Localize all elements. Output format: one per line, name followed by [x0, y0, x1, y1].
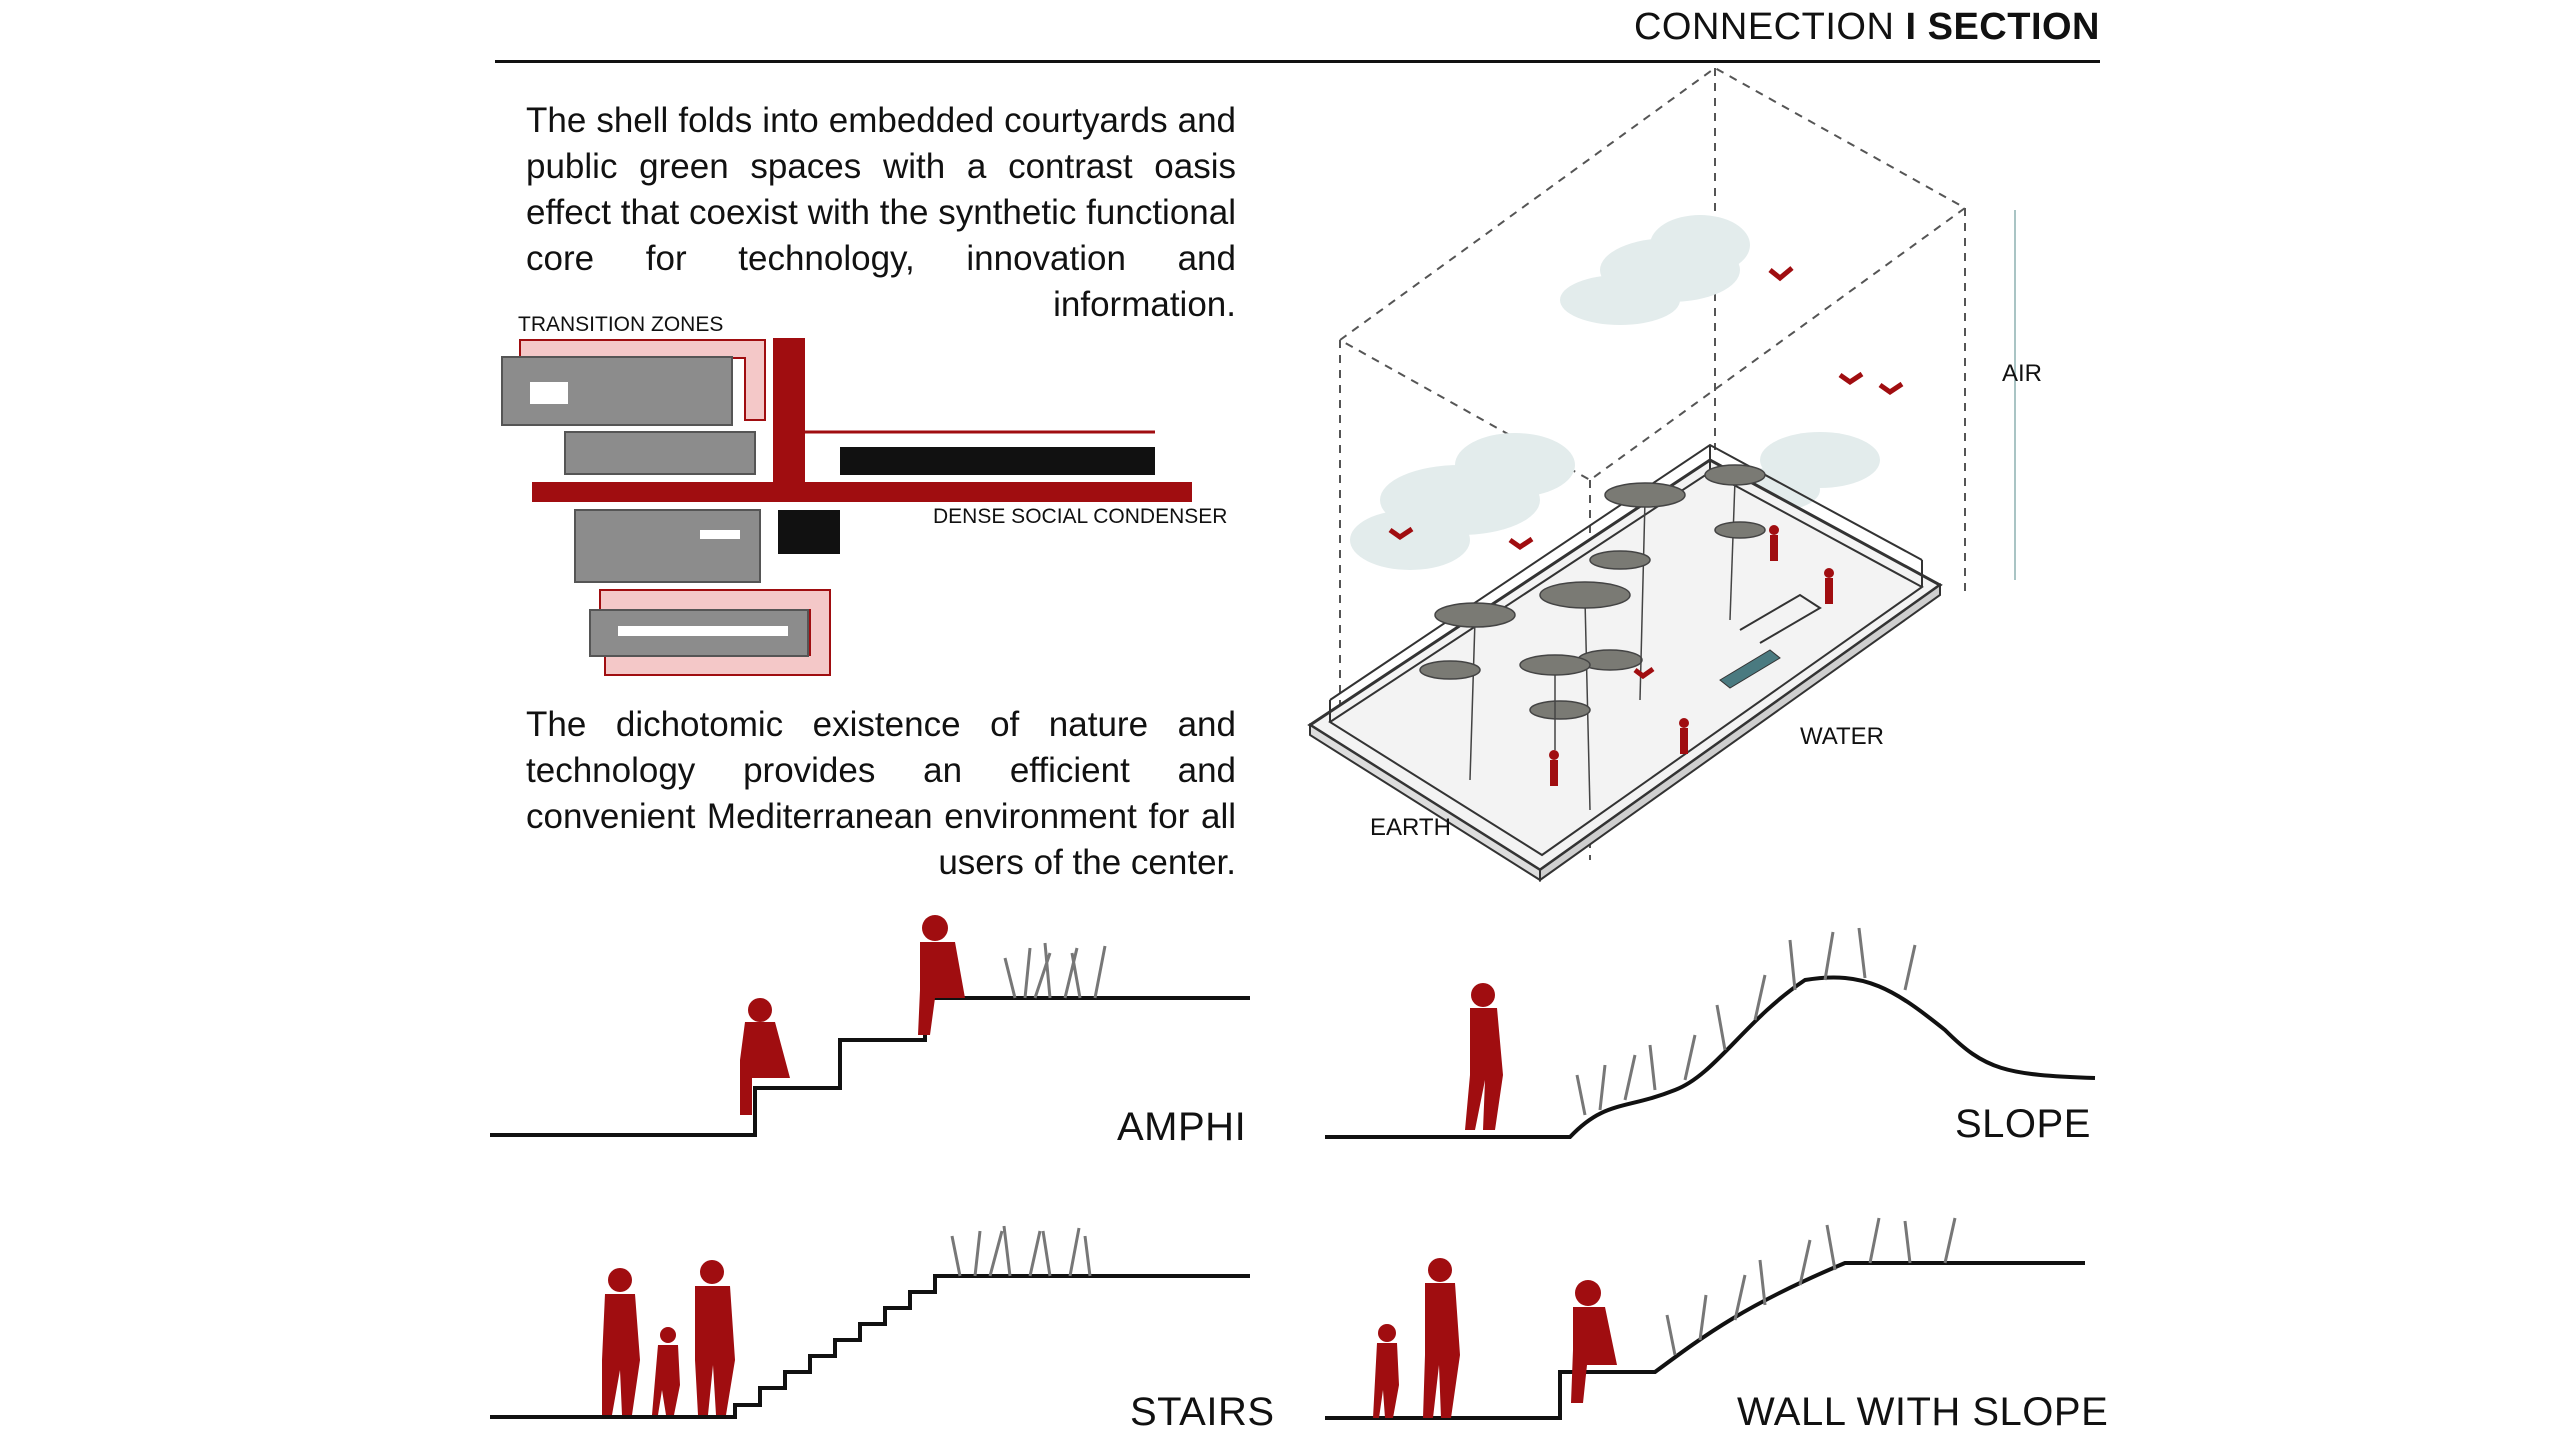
slope-label: SLOPE — [1955, 1102, 2091, 1146]
slope-person — [1465, 983, 1503, 1130]
wall-slope-vegetation — [1665, 1217, 1957, 1356]
wall-slope-people — [1373, 1258, 1617, 1418]
trees — [1419, 464, 1766, 811]
section-amphi — [490, 915, 1250, 1137]
summary-paragraph: The dichotomic existence of nature and t… — [526, 705, 1236, 882]
black-block-2 — [778, 510, 840, 554]
wall-slope-label: WALL WITH SLOPE — [1737, 1390, 2109, 1434]
stairs-vegetation — [950, 1225, 1092, 1277]
section-stairs — [490, 1225, 1250, 1419]
axonometric-courtyard — [1307, 66, 2016, 882]
water-label: WATER — [1800, 723, 1884, 750]
air-label: AIR — [2002, 360, 2043, 387]
white-slot-2 — [700, 530, 740, 539]
people — [1549, 525, 1834, 786]
grey-block-2 — [564, 431, 756, 475]
intro-paragraph: The shell folds into embedded courtyards… — [526, 101, 1236, 324]
red-vertical-band — [773, 338, 805, 488]
transition-zones-label: TRANSITION ZONES — [518, 313, 724, 336]
header-separator: I — [1905, 6, 1917, 48]
section-wall-slope — [1325, 1217, 2085, 1420]
zoning-scheme — [501, 338, 1192, 676]
header-prefix: CONNECTION — [1633, 6, 1895, 48]
condenser-label: DENSE SOCIAL CONDENSER — [933, 505, 1228, 528]
section-slope — [1325, 927, 2096, 1139]
header-title: CONNECTION I SECTION — [1634, 6, 2100, 49]
amphi-vegetation — [1003, 942, 1107, 999]
slope-vegetation — [1575, 927, 1917, 1116]
clouds — [1350, 215, 1880, 570]
amphi-people — [740, 915, 965, 1115]
white-slot-1 — [530, 382, 568, 404]
black-block-1 — [840, 447, 1155, 475]
amphi-label: AMPHI — [1117, 1105, 1247, 1149]
grey-block-3 — [574, 509, 761, 583]
earth-label: EARTH — [1370, 814, 1451, 841]
header-bold: SECTION — [1927, 6, 2100, 48]
page-header: CONNECTION I SECTION — [495, 0, 2100, 63]
stairs-family — [602, 1260, 735, 1415]
stairs-label: STAIRS — [1130, 1390, 1275, 1434]
white-slot-3 — [618, 626, 788, 636]
red-horizontal-band — [532, 482, 1192, 502]
birds — [1388, 266, 1904, 680]
